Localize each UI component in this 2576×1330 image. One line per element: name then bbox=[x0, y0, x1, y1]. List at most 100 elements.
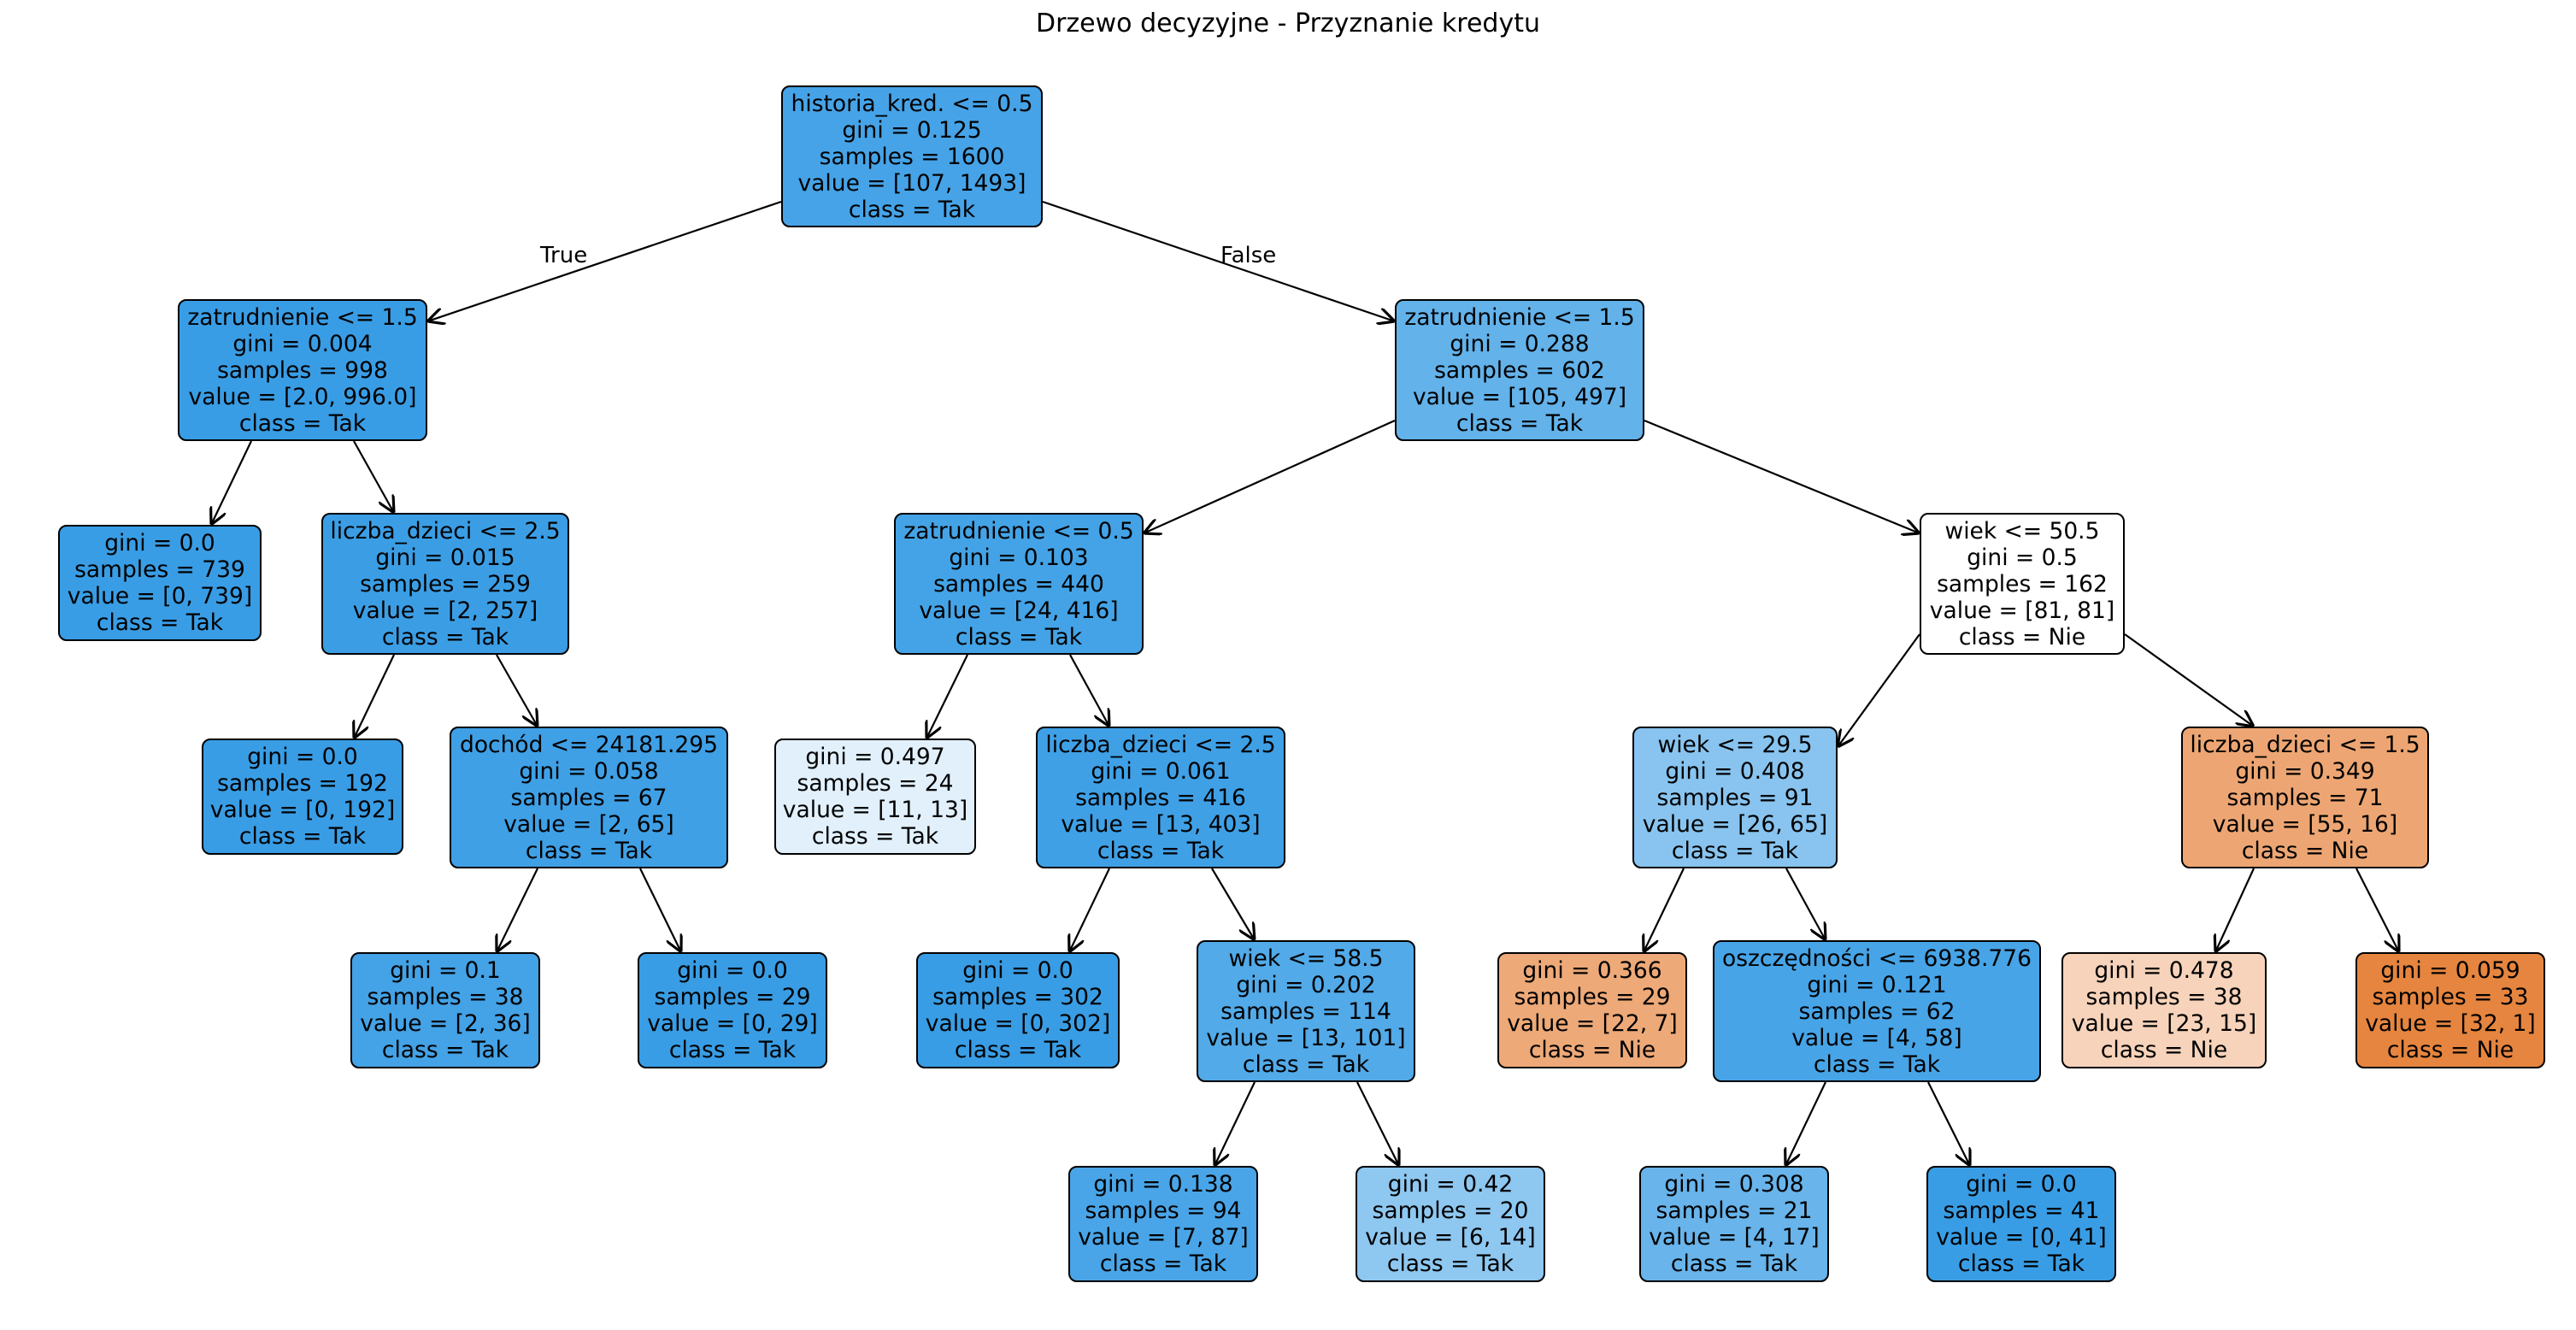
node-text-line: zatrudnienie <= 1.5 bbox=[1404, 303, 1635, 331]
tree-edge-n3-n5 bbox=[496, 654, 538, 727]
node-text-line: class = Tak bbox=[1386, 1251, 1514, 1277]
tree-edge-root-n8 bbox=[1042, 200, 1395, 321]
node-text-line: gini = 0.408 bbox=[1665, 757, 1805, 785]
node-text-line: samples = 259 bbox=[360, 570, 531, 597]
node-text-line: samples = 24 bbox=[797, 770, 954, 797]
node-text-line: gini = 0.308 bbox=[1664, 1171, 1804, 1198]
node-text-line: class = Tak bbox=[381, 623, 509, 650]
node-text-line: dochód <= 24181.295 bbox=[460, 731, 718, 758]
tree-edge-n5-n6 bbox=[497, 868, 538, 952]
node-text-line: samples = 33 bbox=[2372, 984, 2529, 1010]
tree-edge-n22-n24 bbox=[2355, 868, 2399, 952]
node-text-line: value = [0, 41] bbox=[1936, 1224, 2107, 1251]
node-text-line: samples = 114 bbox=[1220, 998, 1391, 1025]
node-text-line: gini = 0.138 bbox=[1093, 1171, 1233, 1198]
tree-edge-root-n1 bbox=[427, 200, 782, 321]
tree-edge-n11-n13 bbox=[1211, 868, 1255, 940]
node-text-line: class = Tak bbox=[1813, 1050, 1941, 1078]
node-text-line: gini = 0.0 bbox=[962, 957, 1073, 984]
node-text-line: wiek <= 50.5 bbox=[1944, 517, 2100, 544]
node-text-line: class = Tak bbox=[1456, 409, 1584, 437]
tree-edge-n22-n23 bbox=[2215, 868, 2255, 952]
tree-edge-n19-n21 bbox=[1927, 1081, 1970, 1166]
node-text-line: gini = 0.478 bbox=[2094, 957, 2234, 984]
node-text-line: value = [105, 497] bbox=[1412, 383, 1627, 410]
node-text-line: class = Tak bbox=[238, 409, 367, 437]
node-text-line: value = [107, 1493] bbox=[797, 169, 1026, 197]
node-text-line: historia_kred. <= 0.5 bbox=[791, 90, 1033, 117]
node-text-line: value = [0, 29] bbox=[647, 1010, 818, 1037]
node-text-line: gini = 0.015 bbox=[375, 544, 515, 571]
node-text-line: class = Nie bbox=[2100, 1037, 2228, 1063]
node-text-line: gini = 0.349 bbox=[2235, 757, 2375, 785]
node-text-line: gini = 0.1 bbox=[390, 957, 501, 984]
node-text-line: value = [13, 101] bbox=[1206, 1024, 1406, 1051]
tree-edge-n9-n10 bbox=[926, 654, 968, 739]
node-text-line: class = Tak bbox=[96, 609, 224, 636]
node-text-line: value = [81, 81] bbox=[1929, 597, 2115, 624]
node-text-line: value = [13, 403] bbox=[1061, 810, 1261, 838]
node-text-line: samples = 71 bbox=[2226, 784, 2384, 811]
figure-title: Drzewo decyzyjne - Przyznanie kredytu bbox=[1036, 9, 1540, 38]
node-text-line: value = [24, 416] bbox=[919, 597, 1119, 624]
node-text-line: samples = 67 bbox=[510, 784, 668, 811]
node-text-line: gini = 0.0 bbox=[247, 744, 358, 770]
node-text-line: liczba_dzieci <= 2.5 bbox=[330, 517, 561, 544]
node-text-line: value = [26, 65] bbox=[1642, 810, 1828, 838]
node-text-line: zatrudnienie <= 0.5 bbox=[903, 517, 1134, 544]
node-text-line: samples = 302 bbox=[932, 984, 1103, 1010]
tree-edge-n8-n9 bbox=[1144, 419, 1396, 533]
node-text-line: gini = 0.004 bbox=[232, 330, 373, 357]
tree-edge-n8-n16 bbox=[1644, 419, 1920, 533]
node-text-line: gini = 0.121 bbox=[1807, 971, 1947, 998]
tree-edge-n19-n20 bbox=[1785, 1081, 1826, 1166]
node-text-line: value = [32, 1] bbox=[2365, 1010, 2536, 1037]
node-text-line: samples = 91 bbox=[1656, 784, 1814, 811]
node-text-line: gini = 0.366 bbox=[1522, 957, 1662, 984]
node-text-line: value = [6, 14] bbox=[1365, 1224, 1536, 1251]
node-text-line: samples = 20 bbox=[1372, 1198, 1529, 1224]
edge-label-false: False bbox=[1220, 243, 1277, 268]
node-text-line: gini = 0.288 bbox=[1450, 330, 1590, 357]
tree-edge-n5-n7 bbox=[639, 868, 681, 952]
node-text-line: class = Tak bbox=[1671, 837, 1799, 864]
node-text-line: value = [4, 58] bbox=[1791, 1024, 1962, 1051]
node-text-line: gini = 0.0 bbox=[104, 530, 215, 556]
node-text-line: oszczędności <= 6938.776 bbox=[1722, 945, 2032, 972]
node-text-line: samples = 38 bbox=[367, 984, 524, 1010]
node-text-line: gini = 0.42 bbox=[1387, 1171, 1514, 1198]
node-text-line: samples = 440 bbox=[933, 570, 1104, 597]
node-text-line: value = [0, 739] bbox=[67, 583, 253, 609]
node-text-line: wiek <= 58.5 bbox=[1228, 945, 1384, 972]
node-text-line: samples = 192 bbox=[217, 770, 388, 797]
node-text-line: class = Tak bbox=[1097, 837, 1225, 864]
tree-edge-n13-n14 bbox=[1214, 1081, 1256, 1166]
node-text-line: gini = 0.5 bbox=[1967, 544, 2078, 571]
node-text-line: samples = 62 bbox=[1798, 998, 1956, 1025]
node-text-line: value = [55, 16] bbox=[2212, 810, 2398, 838]
node-text-line: value = [22, 7] bbox=[1507, 1010, 1678, 1037]
node-text-line: class = Nie bbox=[2386, 1037, 2514, 1063]
node-text-line: value = [4, 17] bbox=[1649, 1224, 1820, 1251]
